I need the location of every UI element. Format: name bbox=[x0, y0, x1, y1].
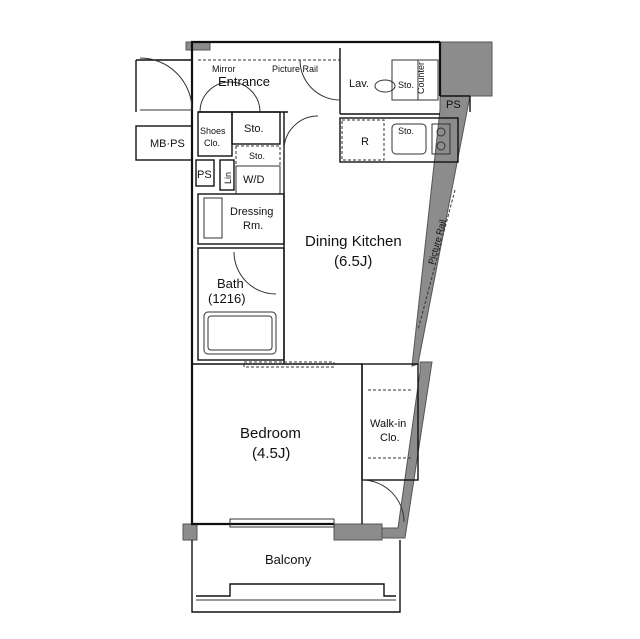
dining-kitchen-label: Dining Kitchen bbox=[305, 233, 402, 250]
stove-icon bbox=[431, 123, 451, 155]
walk-in-label-2: Clo. bbox=[380, 432, 400, 444]
bathroom bbox=[197, 247, 285, 361]
sto-wd-label: Sto. bbox=[249, 151, 265, 161]
vanity-sink-icon bbox=[203, 197, 223, 239]
toilet-icon bbox=[374, 79, 396, 93]
kitchen-sink-icon bbox=[391, 123, 427, 155]
ps-left-label: PS bbox=[197, 169, 212, 181]
column-left bbox=[182, 523, 198, 541]
mirror-label: Mirror bbox=[212, 64, 236, 74]
walk-in-label-1: Walk-in bbox=[370, 418, 406, 430]
linen-box bbox=[219, 159, 235, 191]
bedroom-label: Bedroom bbox=[240, 425, 301, 442]
shoes-clo-label-1: Shoes bbox=[200, 126, 226, 136]
bath-label-1: Bath bbox=[217, 276, 244, 291]
balcony-railing bbox=[196, 583, 396, 597]
ps-left-box bbox=[195, 159, 215, 187]
wd-label: W/D bbox=[243, 174, 264, 186]
ps-right-label: PS bbox=[446, 99, 461, 111]
sliding-door-track bbox=[243, 361, 335, 368]
shoes-door-swing bbox=[199, 81, 231, 113]
dressing-room bbox=[197, 193, 285, 245]
lin-label: Lin bbox=[223, 172, 233, 184]
lav-door-swing bbox=[299, 59, 341, 101]
dressing-label-1: Dressing bbox=[230, 206, 273, 218]
lav-label: Lav. bbox=[349, 78, 369, 90]
shoes-clo-label-2: Clo. bbox=[204, 138, 220, 148]
entrance-label: Entrance bbox=[218, 74, 270, 89]
refrigerator-label: R bbox=[361, 136, 369, 148]
bath-door-swing bbox=[233, 251, 277, 295]
outer-wall bbox=[190, 40, 440, 526]
dressing-label-2: Rm. bbox=[243, 220, 263, 232]
entrance-storage bbox=[231, 111, 281, 145]
sto-kitchen-label: Sto. bbox=[398, 126, 414, 136]
bathtub-icon bbox=[203, 311, 277, 355]
sto-door-swing bbox=[229, 81, 261, 113]
bathtub-inner-icon bbox=[207, 315, 273, 351]
stove-burner-icon bbox=[436, 141, 446, 151]
structural-wall-lower-right bbox=[379, 361, 433, 539]
sto-entrance-label: Sto. bbox=[244, 123, 264, 135]
picture-rail-top-label: Picture Rail bbox=[272, 64, 318, 74]
bath-label-2: (1216) bbox=[208, 291, 246, 306]
sto-lav-label: Sto. bbox=[398, 80, 414, 90]
wic-door-swing bbox=[361, 479, 405, 523]
refrigerator-space bbox=[341, 119, 385, 161]
structural-wall-top-left bbox=[185, 41, 211, 51]
picture-rail-dining bbox=[417, 189, 456, 331]
balcony-outline bbox=[191, 540, 401, 613]
dining-kitchen-size: (6.5J) bbox=[334, 253, 372, 270]
bedroom-size: (4.5J) bbox=[252, 445, 290, 462]
lav-counter bbox=[417, 59, 439, 101]
counter-label: Counter bbox=[416, 62, 426, 94]
stove-burner-icon bbox=[436, 127, 446, 137]
balcony-label: Balcony bbox=[265, 552, 312, 567]
walk-in-closet bbox=[361, 363, 419, 481]
mb-ps-label: MB·PS bbox=[150, 138, 185, 150]
dressing-door-swing bbox=[283, 115, 319, 151]
kitchen-counter bbox=[339, 117, 459, 163]
mb-ps-box bbox=[135, 125, 193, 161]
column-right bbox=[333, 523, 383, 541]
bedroom-window bbox=[229, 518, 335, 528]
front-door-swing bbox=[139, 57, 193, 111]
